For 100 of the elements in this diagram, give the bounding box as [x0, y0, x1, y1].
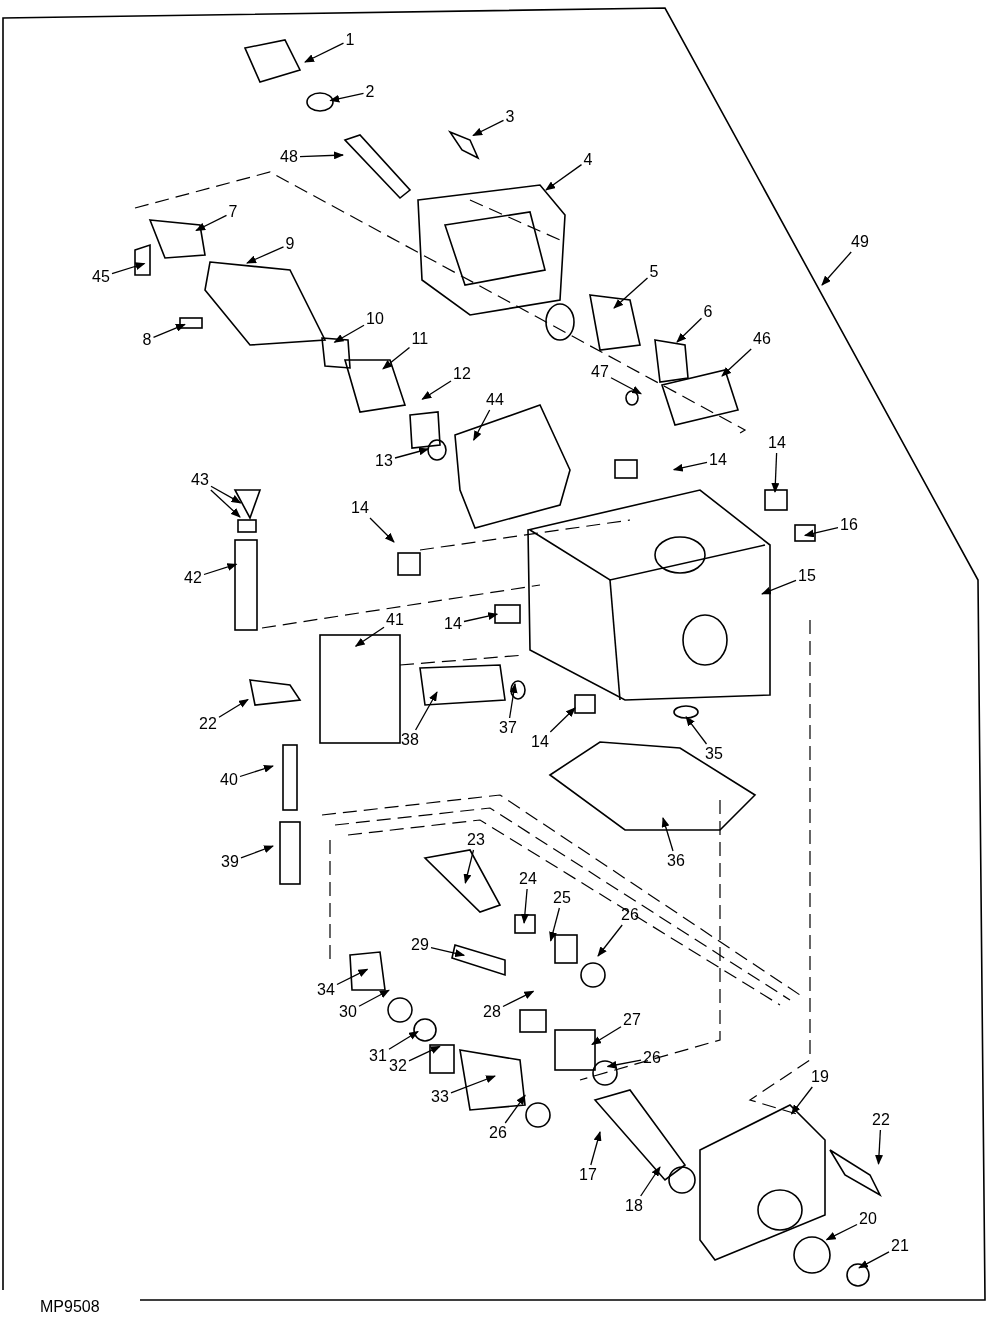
- callout-number: 9: [285, 235, 295, 253]
- callout-number: 38: [401, 731, 419, 749]
- leader-line: [676, 317, 703, 343]
- callout-number: 10: [366, 310, 384, 328]
- leader-line: [210, 485, 242, 504]
- leader-line: [195, 214, 228, 232]
- callout-number: 40: [220, 771, 238, 789]
- callout-number: 21: [891, 1237, 909, 1255]
- callout-number: 28: [483, 1003, 501, 1021]
- leader-line: [472, 119, 505, 137]
- callout-number: 43: [191, 471, 209, 489]
- leader-line: [358, 989, 390, 1007]
- leader-line: [336, 968, 369, 986]
- leader-line: [858, 1251, 890, 1269]
- leader-line: [597, 924, 623, 957]
- callout-number: 8: [142, 331, 152, 349]
- leader-line: [825, 1223, 858, 1241]
- callout-number: 16: [840, 516, 858, 534]
- callout-number: 25: [553, 889, 571, 907]
- leader-line: [606, 1059, 642, 1069]
- callout-number: 32: [389, 1057, 407, 1075]
- callout-number: 1: [345, 31, 355, 49]
- leader-line: [504, 1094, 526, 1124]
- leader-line: [246, 246, 285, 264]
- callout-number: 41: [386, 611, 404, 629]
- leader-line: [502, 990, 535, 1008]
- leader-line: [613, 277, 649, 309]
- leader-line: [388, 1030, 419, 1050]
- leader-line: [549, 707, 576, 733]
- leader-line: [685, 716, 708, 745]
- callout-number: 14: [351, 499, 369, 517]
- leader-line: [520, 888, 529, 924]
- leader-line: [414, 691, 438, 731]
- callout-number: 22: [872, 1111, 890, 1129]
- callout-number: 44: [486, 391, 504, 409]
- leader-line: [450, 1075, 496, 1094]
- leader-line: [240, 845, 274, 859]
- callout-number: 3: [505, 108, 515, 126]
- leader-line: [661, 817, 674, 852]
- callout-number: 45: [92, 268, 110, 286]
- leader-line: [463, 849, 475, 884]
- callout-number: 24: [519, 870, 537, 888]
- callout-number: 14: [709, 451, 727, 469]
- leader-line: [239, 764, 274, 778]
- callout-number: 33: [431, 1088, 449, 1106]
- leader-line: [421, 380, 452, 400]
- leader-line: [394, 447, 429, 459]
- leader-line: [299, 151, 344, 160]
- leader-line: [640, 1166, 661, 1197]
- leader-line: [545, 163, 583, 191]
- leader-line: [463, 612, 499, 623]
- leader-line: [549, 907, 561, 942]
- callout-number: 42: [184, 569, 202, 587]
- callout-number: 34: [317, 981, 335, 999]
- leader-line: [508, 683, 518, 719]
- leader-line: [304, 42, 345, 63]
- leader-line: [218, 698, 249, 718]
- leader-line: [382, 346, 411, 370]
- callout-number: 47: [591, 363, 609, 381]
- callout-number: 37: [499, 719, 517, 737]
- leader-line: [152, 323, 186, 338]
- callout-number: 19: [811, 1068, 829, 1086]
- leader-line: [369, 517, 395, 543]
- leader-line: [610, 377, 642, 395]
- leader-line: [210, 489, 241, 518]
- leader-line: [354, 626, 385, 647]
- callout-number: 22: [199, 715, 217, 733]
- leader-line: [591, 1026, 622, 1046]
- leader-line: [329, 92, 365, 103]
- leader-line: [590, 1131, 602, 1166]
- callout-number: 2: [365, 83, 375, 101]
- callout-number: 29: [411, 936, 429, 954]
- callout-number: 26: [489, 1124, 507, 1142]
- leader-line: [473, 409, 491, 441]
- leader-line: [672, 461, 708, 472]
- callout-number: 14: [768, 434, 786, 452]
- callout-number: 7: [228, 203, 238, 221]
- leader-line: [203, 563, 238, 576]
- leader-line: [111, 262, 146, 275]
- callout-number: 12: [453, 365, 471, 383]
- leader-line: [771, 452, 780, 493]
- leader-line: [761, 579, 797, 595]
- callout-number: 30: [339, 1003, 357, 1021]
- callout-number: 27: [623, 1011, 641, 1029]
- figure-code: MP9508: [40, 1298, 100, 1316]
- leader-line: [875, 1129, 883, 1165]
- callout-number: 6: [703, 303, 713, 321]
- callout-number: 5: [649, 263, 659, 281]
- callout-number: 26: [643, 1049, 661, 1067]
- leader-line: [721, 348, 752, 377]
- leader-line: [803, 526, 839, 538]
- callout-number: 15: [798, 567, 816, 585]
- callout-number: 48: [280, 148, 298, 166]
- callout-number: 20: [859, 1210, 877, 1228]
- leader-line: [408, 1045, 441, 1062]
- callout-number: 46: [753, 330, 771, 348]
- callout-number: 39: [221, 853, 239, 871]
- callout-number: 11: [411, 330, 429, 348]
- callout-number: 31: [369, 1047, 387, 1065]
- callout-number: 49: [851, 233, 869, 251]
